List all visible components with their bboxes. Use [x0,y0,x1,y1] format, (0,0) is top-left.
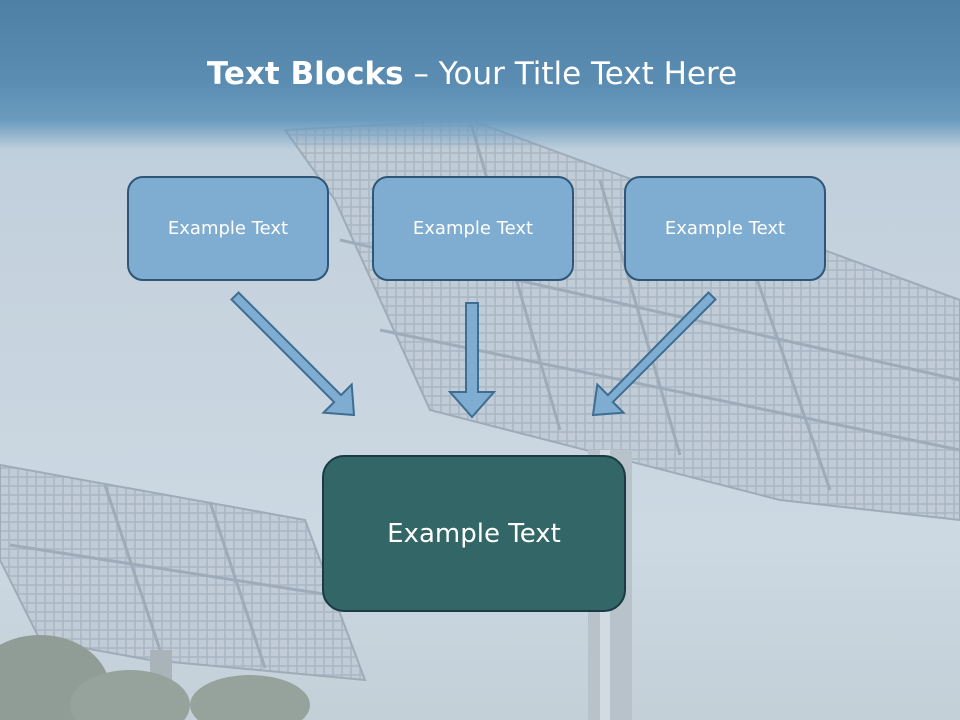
arrow-left-diagonal [230,291,356,417]
text-block-bottom-label: Example Text [387,518,561,549]
text-block-bottom[interactable]: Example Text [322,455,626,612]
text-block-top-left-label: Example Text [167,218,289,239]
slide-title: Text Blocks – Your Title Text Here [0,52,944,96]
text-block-top-center-label: Example Text [412,218,534,239]
title-band [0,0,960,150]
arrow-right-diagonal [591,291,717,417]
text-block-top-left[interactable]: Example Text [127,176,329,281]
slide-title-rest: – Your Title Text Here [403,56,738,92]
arrow-down [447,302,497,419]
text-block-top-right-label: Example Text [664,218,786,239]
text-block-top-center[interactable]: Example Text [372,176,574,281]
text-block-top-right[interactable]: Example Text [624,176,826,281]
slide-title-bold: Text Blocks [206,56,404,92]
